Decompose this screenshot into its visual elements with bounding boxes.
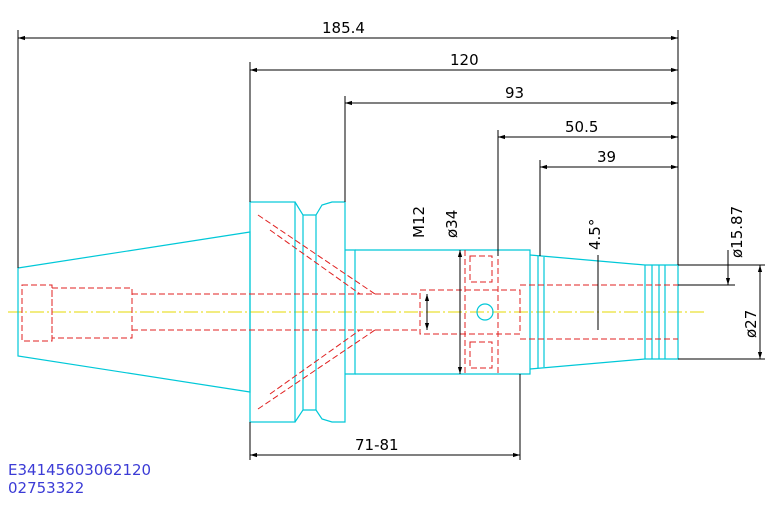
dimension-lines	[18, 35, 763, 458]
dim-71-81: 71-81	[355, 436, 399, 454]
dim-m12: M12	[410, 206, 428, 238]
tool-outline	[17, 201, 679, 423]
dim-93: 93	[505, 84, 524, 102]
dim-d34: ø34	[443, 210, 461, 238]
dim-d27: ø27	[742, 310, 760, 338]
hidden-lines	[21, 214, 678, 410]
extension-lines	[17, 30, 765, 460]
dim-50-5: 50.5	[565, 118, 598, 136]
dim-d15-87: ø15.87	[728, 206, 746, 258]
dim-120: 120	[450, 51, 479, 69]
part-code-line-2: 02753322	[8, 479, 85, 497]
dim-185-4: 185.4	[322, 19, 365, 37]
dim-taper-angle: 4.5°	[586, 219, 604, 250]
dim-39: 39	[597, 148, 616, 166]
part-code-line-1: E34145603062120	[8, 461, 152, 479]
